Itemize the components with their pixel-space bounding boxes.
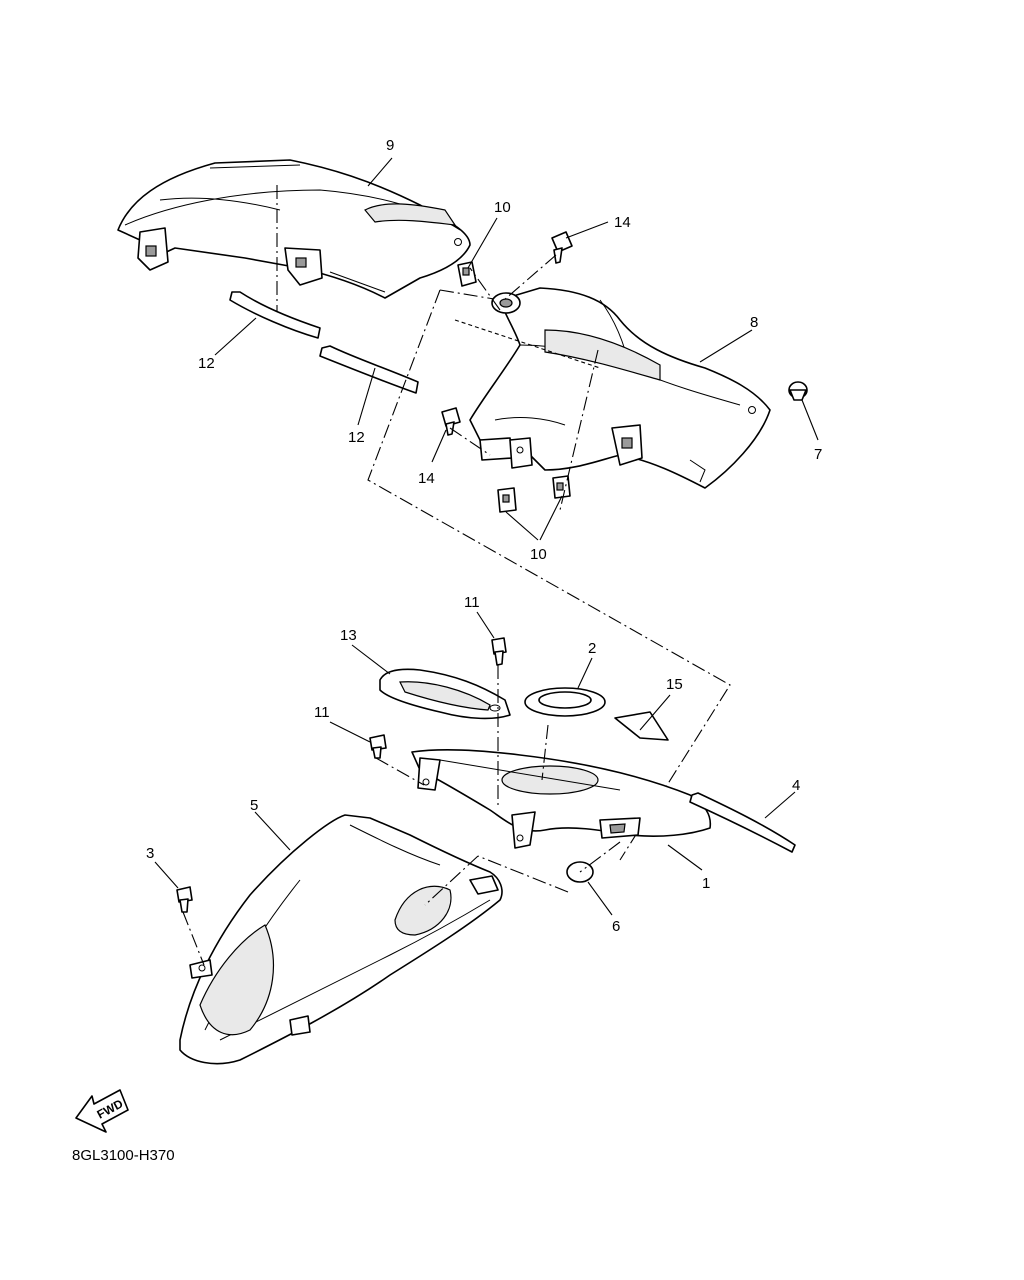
part-5-front-cover [179, 814, 503, 1065]
part-4-strip [689, 792, 796, 853]
part-13-inner-panel [379, 668, 511, 720]
hidden-line [454, 319, 601, 369]
callout-11-top: 11 [464, 594, 480, 611]
callout-8: 8 [750, 314, 758, 331]
callout-9: 9 [386, 137, 394, 154]
part-10-grommet [491, 292, 521, 314]
part-9-upper-cover [117, 159, 471, 299]
callout-14-top: 14 [614, 214, 631, 231]
part-10-clips [457, 261, 571, 513]
callout-4: 4 [792, 777, 800, 794]
part-7-screw [788, 381, 808, 401]
callout-14-bottom: 14 [418, 470, 435, 487]
leader-lines [154, 157, 819, 916]
part-12-trim-strips [229, 291, 419, 394]
callout-12-left: 12 [198, 355, 215, 372]
fwd-arrow-icon: FWD [75, 1089, 129, 1133]
callout-5: 5 [250, 797, 258, 814]
part-8-center-cover [469, 287, 771, 489]
part-2-ring [524, 687, 606, 717]
callout-10-bottom: 10 [530, 546, 547, 563]
assembly-lines [182, 185, 621, 966]
callout-labels: 9 10 14 8 7 12 12 14 10 11 2 13 15 11 4 … [146, 137, 822, 935]
part-11-bolts [369, 637, 507, 759]
callout-2: 2 [588, 640, 596, 657]
callout-15: 15 [666, 676, 683, 693]
part-3-screw [176, 886, 193, 913]
callout-7: 7 [814, 446, 822, 463]
callout-11-left: 11 [314, 704, 330, 721]
callout-6: 6 [612, 918, 620, 935]
assembly-guide-line [439, 289, 501, 301]
callout-13: 13 [340, 627, 357, 644]
assembly-guide-line [367, 289, 731, 861]
callout-10-top: 10 [494, 199, 511, 216]
callout-3: 3 [146, 845, 154, 862]
callout-12-right: 12 [348, 429, 365, 446]
part-1-lower-panel [411, 749, 712, 849]
drawing-code: 8GL3100-H370 [72, 1147, 175, 1164]
callout-1: 1 [702, 875, 710, 892]
part-15-label [614, 711, 669, 741]
part-14-screws [441, 231, 573, 436]
